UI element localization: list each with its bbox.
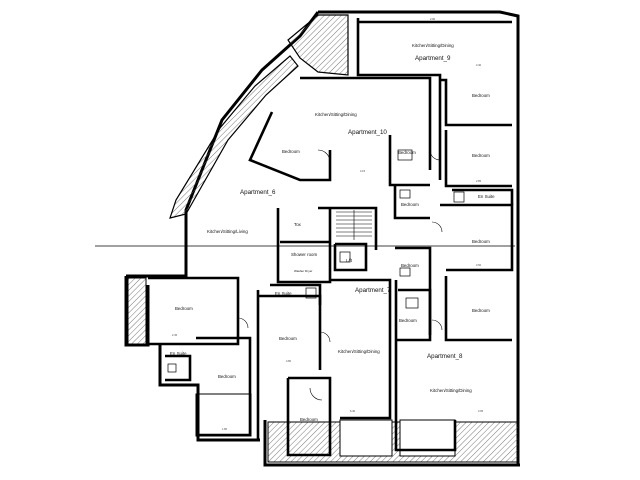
room-ensuite-apt8: En Suite xyxy=(478,194,495,199)
room-bedroom-apt8-b: Bedroom xyxy=(472,308,490,313)
staircase xyxy=(336,210,372,240)
dimension-label: 4.80 xyxy=(286,359,292,363)
door-swings xyxy=(237,149,443,401)
dimension-label: 2.45 xyxy=(172,333,178,337)
bathroom-fixtures xyxy=(167,149,465,373)
dimension-label: 1.80 xyxy=(222,427,228,431)
room-ensuite-apt6: En Suite xyxy=(170,351,187,356)
room-bedroom-apt8-c: Bedroom xyxy=(401,263,419,268)
room-kitchen-apt7: Kitchen/Sitting/Dining xyxy=(338,349,380,354)
room-tox: Tox xyxy=(294,222,302,227)
room-bedroom-apt10: Bedroom xyxy=(282,149,300,154)
room-lift: L/ft xyxy=(346,258,353,263)
dimension-label: 2.85 xyxy=(476,179,482,183)
room-bedroom-apt6-a: Bedroom xyxy=(175,306,193,311)
apartment-9-label: Apartment_9 xyxy=(415,55,451,62)
room-bedroom-apt7-b: Bedroom xyxy=(300,417,318,422)
room-bedroom-apt6-b: Bedroom xyxy=(218,374,236,379)
building-outer-walls xyxy=(124,10,520,467)
room-kitchen-apt8: Kitchen/Sitting/Dining xyxy=(430,388,472,393)
dimension-label: 4.15 xyxy=(360,169,366,173)
room-kitchen-apt10: Kitchen/Sitting/Dining xyxy=(315,112,357,117)
apartment-6-label: Apartment_6 xyxy=(240,189,276,196)
dimension-label: 3.60 xyxy=(476,263,482,267)
room-bedroom-apt10-b: Bedroom xyxy=(398,150,416,155)
room-bedroom-apt10-c: Bedroom xyxy=(401,202,419,207)
apartment-7-label: Apartment_7 xyxy=(355,287,391,294)
dimension-label: 6.40 xyxy=(350,409,356,413)
dimension-label: 3.40 xyxy=(476,63,482,67)
room-kitchen-apt6: Kitchen/Sitting/Living xyxy=(207,229,248,234)
room-kitchen-apt9: Kitchen/Sitting/Dining xyxy=(412,43,454,48)
balcony-hatching xyxy=(127,14,519,463)
room-bedroom-apt9-b: Bedroom xyxy=(472,153,490,158)
room-washer-dryer: Washer Dryer xyxy=(294,269,312,273)
apartment-10-label: Apartment_10 xyxy=(348,129,387,136)
room-bedroom-apt7-a: Bedroom xyxy=(279,336,297,341)
dimension-label: 3.05 xyxy=(478,409,484,413)
dimension-label: 2.90 xyxy=(430,17,436,21)
room-ensuite-apt7: En Suite xyxy=(275,291,292,296)
interior-walls xyxy=(148,18,514,457)
room-shower: Shower room xyxy=(291,252,317,257)
room-bedroom-apt9-a: Bedroom xyxy=(472,93,490,98)
room-bedroom-apt8-d: Bedroom xyxy=(399,318,417,323)
room-bedroom-apt8-a: Bedroom xyxy=(472,239,490,244)
apartment-8-label: Apartment_8 xyxy=(427,353,463,360)
